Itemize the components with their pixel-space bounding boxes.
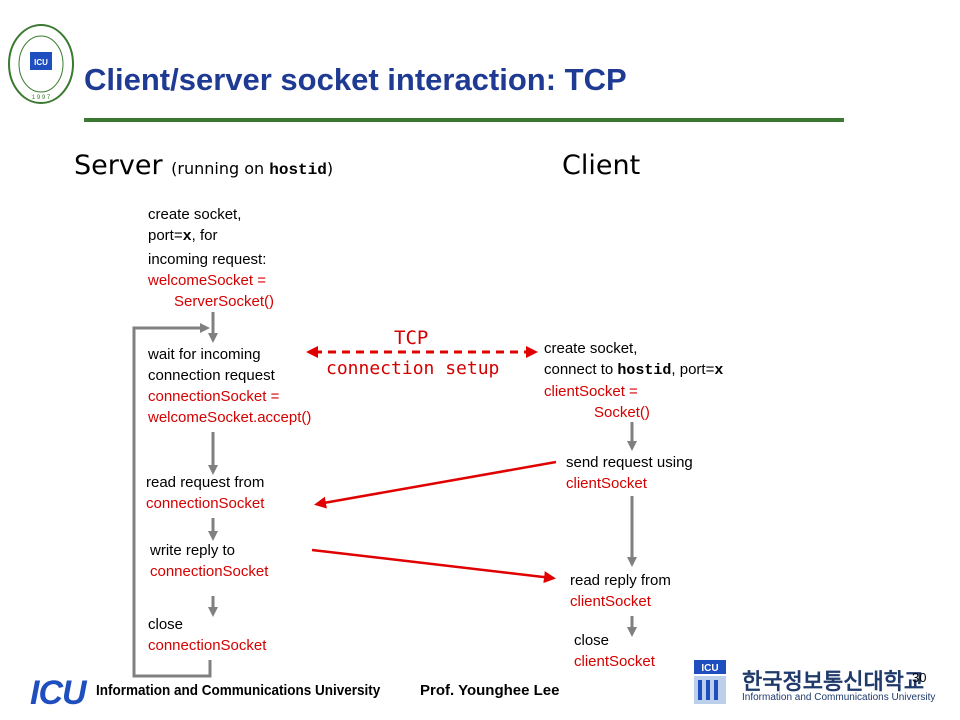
server-step1-line2: port=x, for	[148, 225, 274, 247]
server-step-read: read request from connectionSocket	[146, 472, 264, 514]
tcp-setup-label: connection setup	[326, 358, 500, 379]
client-step1-line1: create socket,	[544, 340, 638, 357]
server-step-wait: wait for incoming connection request con…	[148, 344, 311, 428]
footer-university-name: Information and Communications Universit…	[96, 682, 381, 699]
client-step1-port-value: x	[714, 362, 724, 379]
client-step-create-socket: create socket, connect to hostid, port=x…	[544, 338, 723, 423]
server-step-write: write reply to connectionSocket	[150, 540, 268, 582]
client-step1-host: hostid	[617, 362, 672, 379]
server-step3-line1: read request from	[146, 474, 265, 491]
footer-icu-logo: ICU	[30, 674, 87, 712]
server-step1-port-label: port=	[148, 227, 183, 244]
server-step1-line1: create socket,	[148, 206, 242, 223]
server-step3-code1: connectionSocket	[146, 495, 265, 512]
client-step3-line1: read reply from	[570, 572, 671, 589]
footer-author: Prof. Younghee Lee	[420, 682, 560, 699]
server-heading: Server (running on hostid)	[74, 150, 333, 181]
footer-korean-name-en: Information and Communications Universit…	[742, 692, 936, 703]
server-step2-code2: welcomeSocket.accept()	[148, 409, 312, 426]
server-step2-code1: connectionSocket =	[148, 388, 280, 405]
server-step5-line1: close	[148, 616, 184, 633]
server-heading-paren: (running on	[171, 159, 270, 178]
server-heading-host: hostid	[269, 161, 327, 179]
reply-arrow	[311, 548, 556, 584]
slide-title: Client/server socket interaction: TCP	[84, 62, 627, 97]
client-step4-line1: close	[574, 632, 610, 649]
client-step-read: read reply from clientSocket	[570, 570, 671, 612]
server-step2-line2: connection request	[148, 367, 275, 384]
server-step1-line3: incoming request:	[148, 251, 267, 268]
server-step1-port-value: x	[182, 228, 192, 245]
server-heading-paren-close: )	[326, 159, 334, 178]
client-step1-code2: Socket()	[594, 404, 650, 421]
footer-icu-emblem: ICU	[694, 660, 726, 704]
tcp-label: TCP	[394, 327, 429, 349]
client-step1-port-label: , port=	[671, 361, 715, 378]
client-step1-line2: connect to hostid, port=x	[544, 359, 723, 381]
server-step-close: close connectionSocket	[148, 614, 266, 656]
server-step1-code2: ServerSocket()	[174, 293, 275, 310]
page-number: 30	[912, 670, 927, 685]
client-step2-line1: send request using	[566, 454, 693, 471]
server-step4-line1: write reply to	[150, 542, 236, 559]
server-step4-code1: connectionSocket	[150, 563, 269, 580]
client-step2-code1: clientSocket	[566, 475, 647, 492]
server-loop-arrow	[132, 323, 212, 678]
client-step1-connect-label: connect to	[544, 361, 618, 378]
request-arrow	[314, 460, 557, 509]
title-underline	[84, 118, 844, 122]
client-heading: Client	[562, 150, 641, 181]
server-step1-code1: welcomeSocket =	[148, 272, 266, 289]
university-seal-logo: ICU 1 9 9 7	[8, 24, 74, 104]
client-step4-code1: clientSocket	[574, 653, 655, 670]
client-step3-code1: clientSocket	[570, 593, 651, 610]
server-step2-line1: wait for incoming	[148, 346, 261, 363]
footer-emblem-text: ICU	[701, 663, 718, 674]
server-step-create-socket: create socket, port=x, for incoming requ…	[148, 204, 274, 312]
svg-text:ICU: ICU	[34, 58, 48, 67]
client-step-send: send request using clientSocket	[566, 452, 693, 494]
client-step-close: close clientSocket	[574, 630, 655, 672]
server-heading-label: Server	[74, 150, 163, 181]
server-step1-port-tail: , for	[191, 227, 218, 244]
footer-korean-name: 한국정보통신대학교	[742, 669, 925, 694]
svg-text:1 9 9 7: 1 9 9 7	[32, 95, 51, 101]
client-step1-code1: clientSocket =	[544, 383, 638, 400]
server-step5-code1: connectionSocket	[148, 637, 267, 654]
